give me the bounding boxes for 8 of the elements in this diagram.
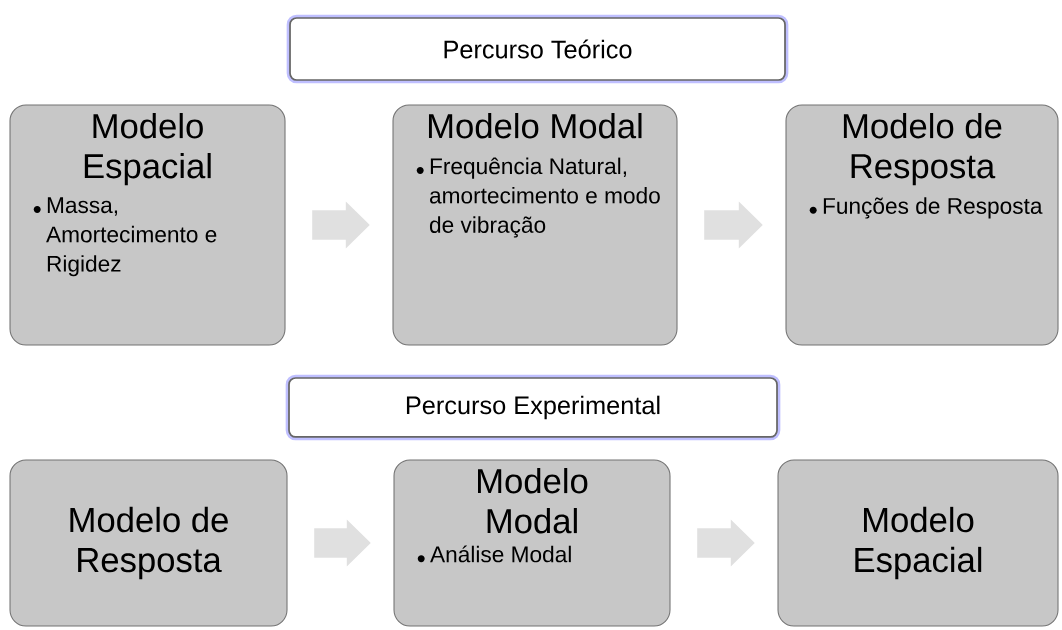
process-box: Modelo de Resposta Funções de Resposta [785, 104, 1059, 346]
title-box: Percurso Teórico [286, 14, 789, 84]
process-box: Modelo Espacial [777, 459, 1059, 627]
process-box: Modelo Modal Análise Modal [393, 459, 671, 627]
process-box: Modelo de Resposta [9, 459, 288, 627]
process-box: Modelo Espacial Massa, Amortecimento e Rigidez [9, 104, 286, 346]
process-box: Modelo Modal Frequência Natural, amortecimento e modo de vibração [392, 104, 678, 346]
title-box: Percurso Experimental [285, 374, 781, 441]
